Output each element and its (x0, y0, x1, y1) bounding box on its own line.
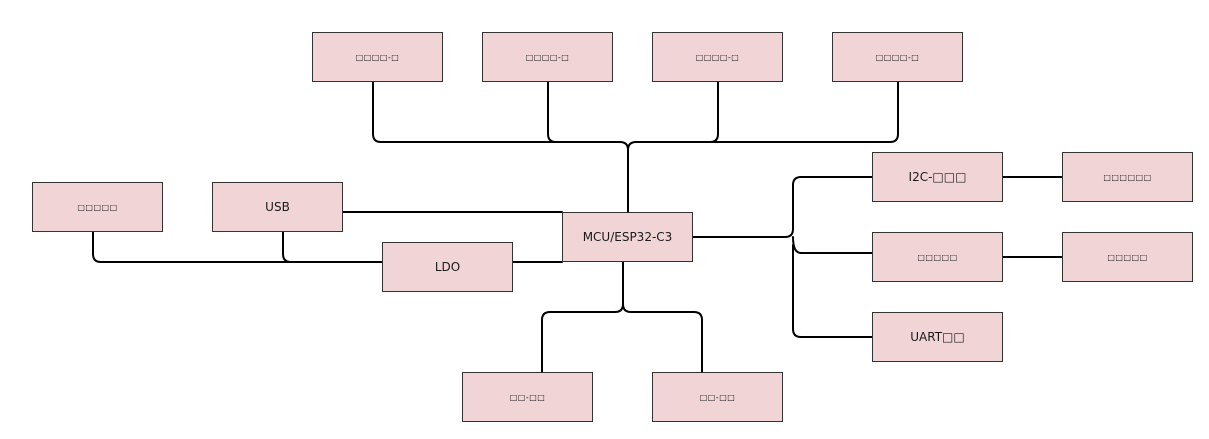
node-i2c-sub[interactable]: □□□□□□ (1062, 152, 1193, 202)
node-mcu[interactable]: MCU/ESP32-C3 (562, 212, 693, 262)
node-left[interactable]: □□□□□ (32, 182, 163, 232)
wire-usb-ldo (282, 231, 292, 263)
wire-midright (792, 236, 873, 254)
wire-bottom2 (622, 303, 703, 373)
node-top4[interactable]: □□□□-□ (832, 32, 963, 82)
node-usb[interactable]: USB (212, 182, 343, 232)
wire-leftbox-ldo (92, 231, 383, 263)
node-i2c[interactable]: I2C-□□□ (872, 152, 1003, 202)
node-mid-right[interactable]: □□□□□ (872, 232, 1003, 282)
wire-i2c (784, 176, 873, 238)
node-mid-right-sub[interactable]: □□□□□ (1062, 232, 1193, 282)
node-bottom1[interactable]: □□-□□ (462, 372, 593, 422)
node-top1[interactable]: □□□□-□ (312, 32, 443, 82)
wire-top4 (627, 81, 899, 213)
wire-top2 (547, 81, 621, 143)
node-uart[interactable]: UART□□ (872, 312, 1003, 362)
node-top3[interactable]: □□□□-□ (652, 32, 783, 82)
wire-mcu-bottom (541, 261, 624, 373)
node-top2[interactable]: □□□□-□ (482, 32, 613, 82)
node-bottom2[interactable]: □□-□□ (652, 372, 783, 422)
wire-uart (792, 244, 873, 338)
wire-top3 (635, 81, 719, 143)
node-ldo[interactable]: LDO (382, 242, 513, 292)
wire-top1 (372, 81, 629, 151)
